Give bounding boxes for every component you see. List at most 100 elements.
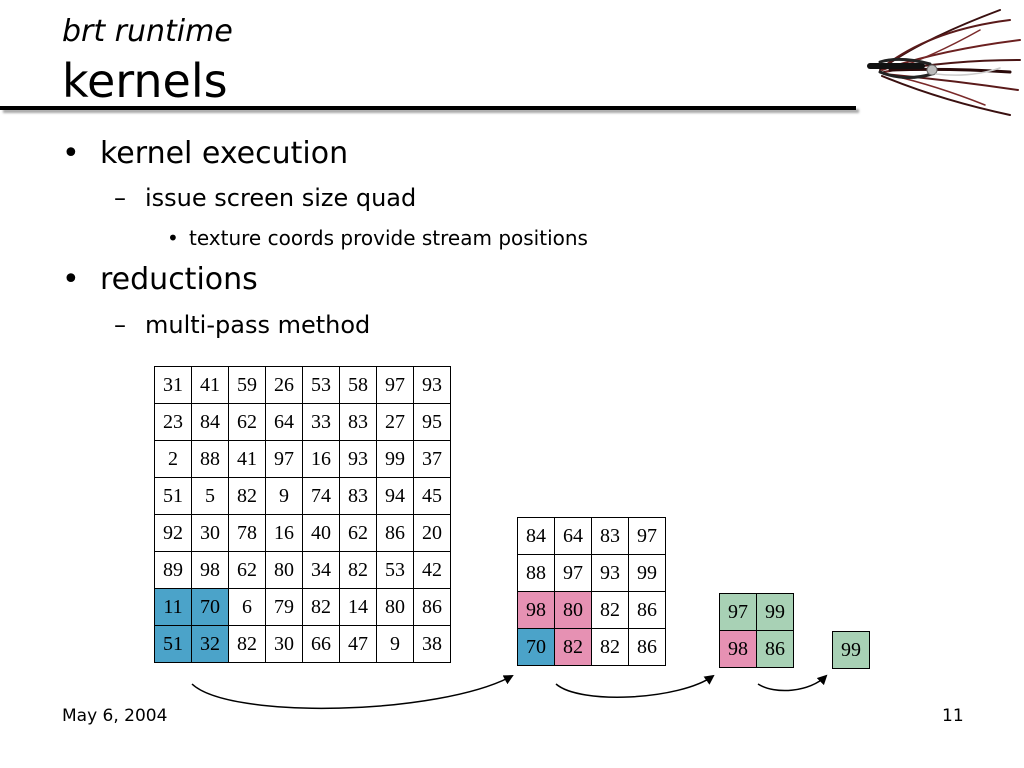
grid-cell: 98	[191, 551, 229, 589]
grid-cell: 99	[832, 631, 870, 669]
grid-cell: 99	[756, 593, 794, 631]
grid-cell: 11	[154, 588, 192, 626]
slide-subtitle: brt runtime	[62, 14, 233, 49]
bullet-marker: •	[167, 226, 179, 250]
grid-cell: 66	[302, 625, 340, 663]
grid-cell: 31	[154, 366, 192, 404]
reduction-grid-1x1: 99	[832, 631, 870, 669]
grid-cell: 62	[228, 551, 266, 589]
grid-cell: 82	[339, 551, 377, 589]
grid-cell: 97	[719, 593, 757, 631]
grid-cell: 86	[628, 628, 666, 666]
subbullet-text: issue screen size quad	[145, 184, 417, 212]
grid-cell: 92	[154, 514, 192, 552]
grid-row: 99	[832, 631, 870, 669]
footer-date: May 6, 2004	[62, 706, 168, 726]
grid-cell: 53	[376, 551, 414, 589]
grid-cell: 82	[302, 588, 340, 626]
grid-cell: 70	[191, 588, 229, 626]
bullet-text: kernel execution	[100, 136, 349, 171]
grid-cell: 51	[154, 625, 192, 663]
grid-cell: 45	[413, 477, 451, 515]
grid-cell: 41	[191, 366, 229, 404]
grid-cell: 51	[154, 477, 192, 515]
grid-cell: 30	[265, 625, 303, 663]
grid-cell: 97	[554, 554, 592, 592]
grid-cell: 83	[591, 517, 629, 555]
grid-cell: 86	[628, 591, 666, 629]
grid-cell: 93	[339, 440, 377, 478]
grid-cell: 97	[265, 440, 303, 478]
grid-cell: 88	[517, 554, 555, 592]
grid-cell: 16	[302, 440, 340, 478]
grid-cell: 99	[376, 440, 414, 478]
grid-cell: 42	[413, 551, 451, 589]
grid-cell: 30	[191, 514, 229, 552]
grid-cell: 47	[339, 625, 377, 663]
grid-cell: 16	[265, 514, 303, 552]
grid-cell: 86	[413, 588, 451, 626]
grid-cell: 89	[154, 551, 192, 589]
grid-cell: 95	[413, 403, 451, 441]
grid-cell: 80	[376, 588, 414, 626]
grid-cell: 82	[591, 628, 629, 666]
grid-cell: 86	[756, 630, 794, 668]
grid-cell: 40	[302, 514, 340, 552]
grid-cell: 59	[228, 366, 266, 404]
grid-cell: 79	[265, 588, 303, 626]
grid-cell: 23	[154, 403, 192, 441]
bullet-marker: •	[62, 136, 80, 171]
title-underline	[0, 106, 856, 110]
slide-title: kernels	[62, 54, 228, 108]
grid-cell: 5	[191, 477, 229, 515]
grid-cell: 62	[339, 514, 377, 552]
grid-cell: 26	[265, 366, 303, 404]
grid-cell: 93	[413, 366, 451, 404]
grid-cell: 82	[228, 625, 266, 663]
subsubbullet-text: texture coords provide stream positions	[189, 226, 588, 250]
grid-cell: 97	[376, 366, 414, 404]
grid-cell: 9	[376, 625, 414, 663]
grid-cell: 33	[302, 403, 340, 441]
grid-cell: 94	[376, 477, 414, 515]
grid-cell: 97	[628, 517, 666, 555]
grid-cell: 34	[302, 551, 340, 589]
grid-cell: 9	[265, 477, 303, 515]
grid-cell: 83	[339, 403, 377, 441]
grid-cell: 98	[517, 591, 555, 629]
dash-marker: –	[114, 311, 126, 339]
fishing-fly-logo	[867, 9, 1021, 116]
grid-cell: 6	[228, 588, 266, 626]
grid-cell: 2	[154, 440, 192, 478]
bullet-marker: •	[62, 262, 80, 297]
arrow-pass-1	[191, 675, 514, 710]
grid-cell: 82	[554, 628, 592, 666]
subbullet-text: multi-pass method	[145, 311, 371, 339]
grid-cell: 38	[413, 625, 451, 663]
grid-cell: 70	[517, 628, 555, 666]
grid-cell: 84	[517, 517, 555, 555]
grid-cell: 64	[554, 517, 592, 555]
grid-cell: 93	[591, 554, 629, 592]
grid-cell: 99	[628, 554, 666, 592]
page-number: 11	[942, 706, 964, 726]
grid-cell: 41	[228, 440, 266, 478]
grid-cell: 32	[191, 625, 229, 663]
dash-marker: –	[114, 184, 126, 212]
arrow-pass-3	[757, 674, 828, 692]
